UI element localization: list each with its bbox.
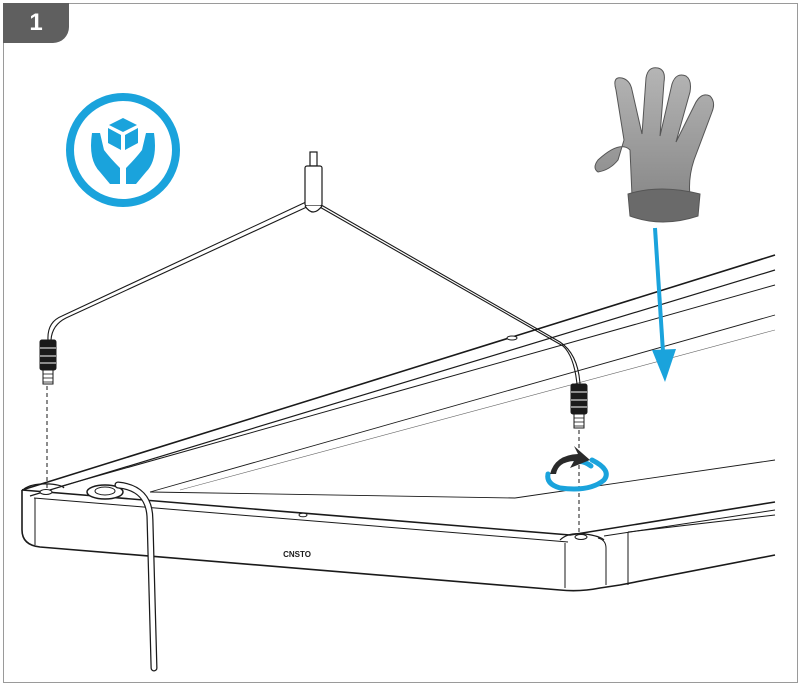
cable-grommet (86, 484, 124, 500)
alignment-guides (46, 386, 580, 533)
ceiling-anchor (304, 151, 323, 213)
light-panel (21, 254, 776, 592)
rotate-clockwise-icon (545, 446, 609, 492)
wire-gripper-left (39, 339, 57, 385)
suspension-wires (47, 201, 581, 385)
power-cable (114, 481, 158, 672)
brand-label: CNSTO (283, 550, 311, 559)
screw-holes (39, 335, 588, 540)
down-arrow-icon (652, 227, 676, 382)
instruction-frame (3, 3, 798, 683)
step-number-badge: 1 (3, 3, 69, 43)
hand-icon (594, 67, 715, 223)
handle-with-care-icon (66, 93, 180, 207)
wire-gripper-right (570, 383, 588, 429)
